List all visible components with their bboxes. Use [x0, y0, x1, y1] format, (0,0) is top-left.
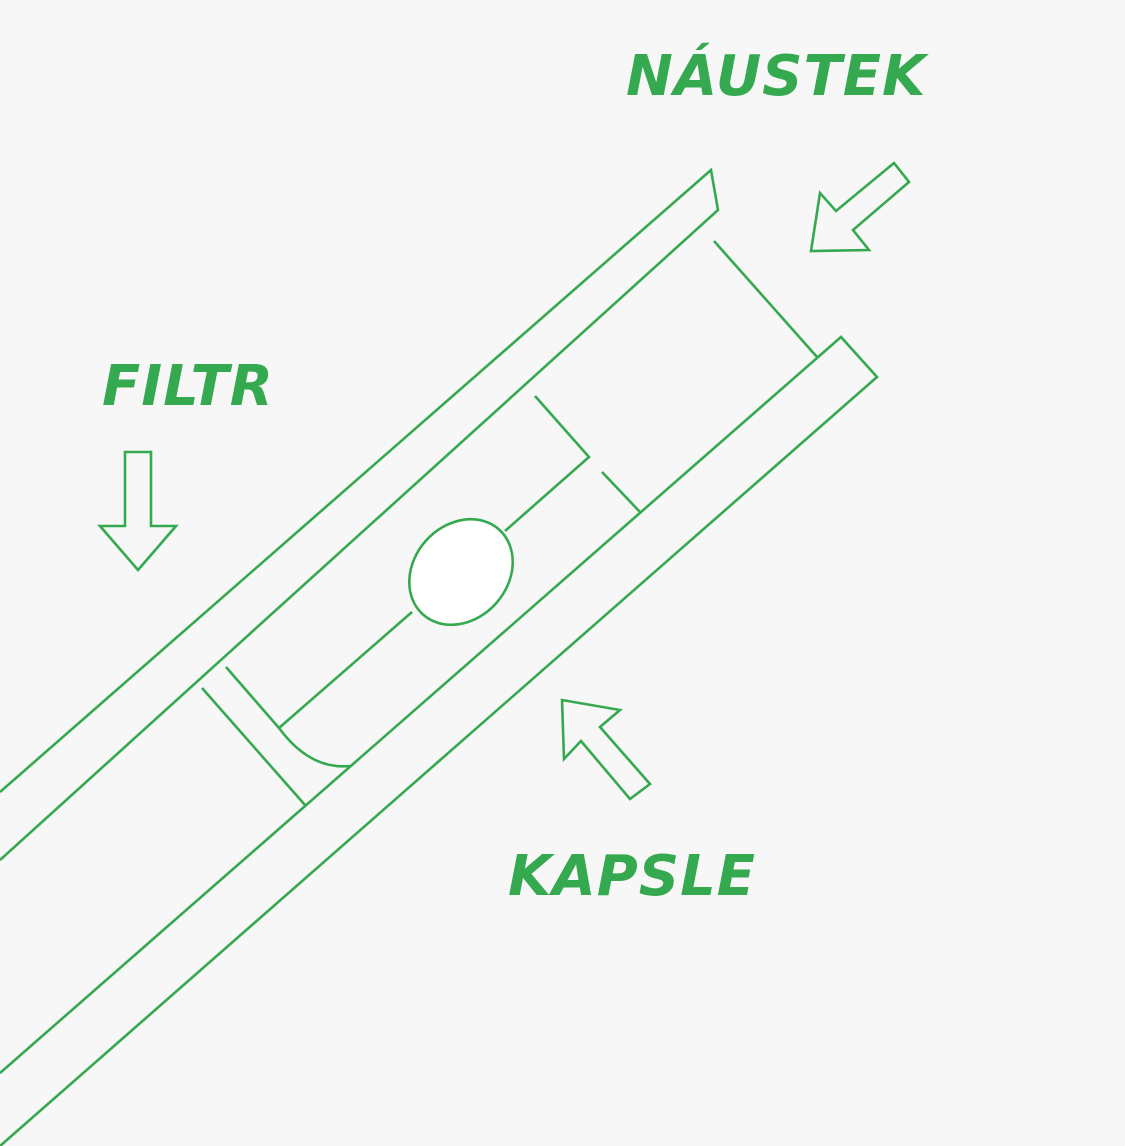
label-capsule: KAPSLE	[508, 844, 756, 909]
arrow-down-left-icon	[809, 161, 911, 253]
arrow-up-left-icon	[560, 698, 652, 801]
tube-outer-lower-edge	[0, 335, 879, 1146]
label-mouthpiece: NÁUSTEK	[626, 44, 929, 109]
arrow-down-icon	[97, 450, 179, 572]
chamber-tick	[601, 471, 641, 513]
filter-chamber-outline	[504, 395, 591, 532]
tube-outer-upper-edge	[0, 167, 720, 861]
label-filter: FILTR	[102, 354, 274, 419]
filter-bottom-separator	[201, 687, 306, 806]
filter-chamber-bottom-curve	[225, 666, 351, 768]
capsule-shape	[407, 517, 515, 627]
mouthpiece-separator	[713, 240, 818, 358]
filter-chamber-lower-wall	[278, 611, 413, 729]
